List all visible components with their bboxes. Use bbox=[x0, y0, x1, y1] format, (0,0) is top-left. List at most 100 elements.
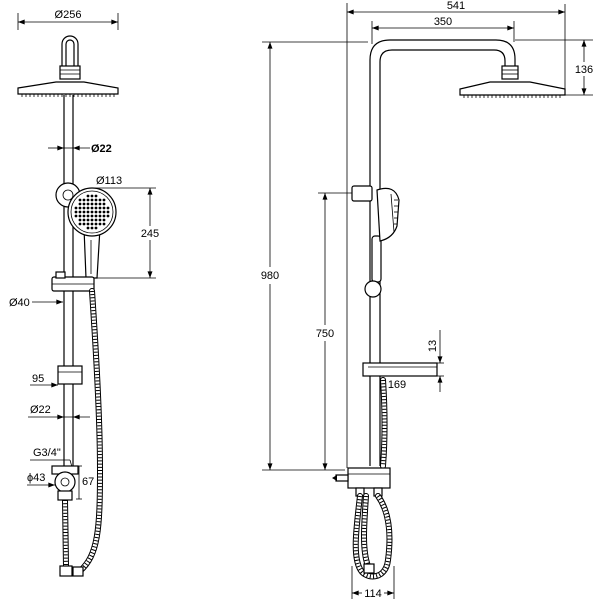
dimension-overall-projection: 541 bbox=[346, 0, 566, 90]
diverter-height-label: 67 bbox=[82, 476, 94, 488]
hand-shower-handle-side bbox=[371, 235, 382, 283]
nozzle-dot bbox=[82, 198, 86, 202]
dimension-pipe-diameter-upper: Ø22 bbox=[48, 143, 112, 155]
nozzle-dot bbox=[78, 210, 82, 214]
nozzle-dot bbox=[94, 202, 98, 206]
nozzle-dot bbox=[82, 202, 86, 206]
soap-dish-thickness-label: 13 bbox=[427, 340, 439, 352]
nozzle-dot bbox=[90, 202, 94, 206]
nozzle-dot bbox=[78, 202, 82, 206]
dimension-soap-dish: 13 169 bbox=[388, 330, 444, 392]
nozzle-dot bbox=[94, 218, 98, 222]
nozzle-dot bbox=[86, 194, 90, 198]
total-height-label: 980 bbox=[261, 270, 279, 282]
slider-diameter-label: Ø40 bbox=[9, 297, 30, 309]
nozzle-dot bbox=[98, 202, 102, 206]
nozzle-dot bbox=[94, 226, 98, 230]
dimension-soap-dish-width: 95 bbox=[30, 373, 58, 388]
hand-shower-diameter-label: Ø113 bbox=[96, 175, 122, 187]
nozzle-dot bbox=[86, 202, 90, 206]
nozzle-dot bbox=[94, 194, 98, 198]
hose-end-connector bbox=[72, 566, 84, 577]
nozzle-dot bbox=[74, 206, 78, 210]
diverter-side bbox=[332, 467, 391, 497]
nozzle-dot bbox=[98, 214, 102, 218]
dimension-bracket-height: 750 bbox=[316, 192, 360, 471]
nozzle-dot bbox=[98, 210, 102, 214]
hose-front bbox=[59, 288, 104, 577]
nozzle-dot bbox=[102, 222, 106, 226]
nozzle-dot bbox=[102, 198, 106, 202]
nozzle-dot bbox=[90, 214, 94, 218]
soap-dish-depth-label: 169 bbox=[388, 379, 406, 391]
nozzle-dot bbox=[90, 210, 94, 214]
nozzle-dot bbox=[78, 214, 82, 218]
nozzle-dot bbox=[102, 206, 106, 210]
front-view: Ø256 Ø22 bbox=[9, 9, 159, 577]
slider-bracket-front bbox=[51, 271, 95, 292]
nozzle-dot bbox=[98, 218, 102, 222]
nozzle-dot bbox=[90, 198, 94, 202]
nozzle-dot bbox=[82, 214, 86, 218]
nozzle-dot bbox=[106, 210, 110, 214]
nozzle-dot bbox=[78, 198, 82, 202]
hose-end-connector bbox=[363, 563, 375, 574]
dimension-hose-loop-width: 114 bbox=[351, 566, 395, 600]
pipe-diameter-upper-label: Ø22 bbox=[91, 143, 112, 155]
diverter-diameter-label: ϕ43 bbox=[27, 472, 45, 484]
inlet-arrow-icon bbox=[332, 475, 337, 481]
nozzle-dot bbox=[86, 206, 90, 210]
nozzle-dot bbox=[90, 226, 94, 230]
overall-projection-label: 541 bbox=[447, 0, 465, 12]
head-drop-label: 136 bbox=[575, 64, 593, 76]
rain-shower-head-side bbox=[459, 65, 566, 98]
nozzle-dot bbox=[102, 202, 106, 206]
nozzle-dot bbox=[86, 222, 90, 226]
nozzle-dot bbox=[98, 206, 102, 210]
soap-dish-width-label: 95 bbox=[32, 373, 44, 385]
nozzle-dot bbox=[78, 218, 82, 222]
dimension-diverter: ϕ43 67 bbox=[27, 465, 94, 500]
nozzle-dot bbox=[86, 198, 90, 202]
nozzle-dot bbox=[102, 218, 106, 222]
nozzle-dot bbox=[74, 214, 78, 218]
diverter-front bbox=[51, 465, 79, 501]
bracket-height-label: 750 bbox=[316, 328, 334, 340]
dimension-total-height: 980 bbox=[261, 41, 368, 471]
dimension-pipe-diameter-lower: Ø22 bbox=[28, 404, 90, 420]
nozzle-dot bbox=[90, 194, 94, 198]
nozzle-dot bbox=[86, 210, 90, 214]
arm-reach-label: 350 bbox=[434, 16, 452, 28]
dimension-hand-shower: Ø113 245 bbox=[90, 175, 159, 279]
dimension-arm-reach: 350 bbox=[371, 16, 515, 44]
hose-loop-side bbox=[352, 493, 393, 580]
inlet-spout bbox=[335, 474, 349, 482]
dimension-head-diameter: Ø256 bbox=[17, 9, 119, 30]
soap-dish-side bbox=[362, 362, 438, 377]
nozzle-dot bbox=[86, 214, 90, 218]
hand-shower-front bbox=[55, 182, 117, 279]
nozzle-dot bbox=[94, 210, 98, 214]
nozzle-dot bbox=[78, 206, 82, 210]
hose-loop-width-label: 114 bbox=[364, 588, 382, 600]
nozzle-dot bbox=[106, 214, 110, 218]
dimension-slider-diameter: Ø40 bbox=[9, 297, 63, 309]
rain-shower-head-front bbox=[17, 35, 119, 97]
nozzle-dot bbox=[98, 222, 102, 226]
nozzle-dot bbox=[78, 222, 82, 226]
nozzle-dot bbox=[106, 206, 110, 210]
nozzle-dot bbox=[94, 214, 98, 218]
nozzle-dot bbox=[90, 222, 94, 226]
head-diameter-label: Ø256 bbox=[55, 9, 82, 21]
thread-callout: G3/4" bbox=[30, 447, 73, 468]
nozzle-dot bbox=[94, 198, 98, 202]
nozzle-dot bbox=[102, 214, 106, 218]
nozzle-dot bbox=[74, 210, 78, 214]
nozzle-dot bbox=[82, 218, 86, 222]
rain-head-nozzles-side bbox=[463, 95, 561, 98]
hose-end-connector bbox=[59, 565, 73, 577]
thread-label: G3/4" bbox=[33, 447, 61, 459]
hand-shower-holder-side bbox=[351, 185, 373, 202]
nozzle-dot bbox=[90, 218, 94, 222]
